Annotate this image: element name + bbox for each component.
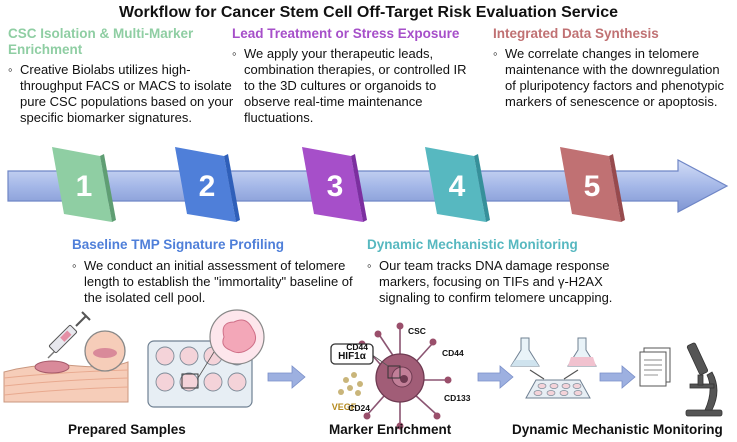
report-documents-icon — [639, 347, 671, 387]
step-2-number: 2 — [199, 170, 216, 203]
step-1-ribbon — [52, 147, 116, 222]
step-3-text: Lead Treatment or Stress Exposure ◦ We a… — [232, 26, 472, 126]
step-1-text: CSC Isolation & Multi-Marker Enrichment … — [8, 26, 242, 126]
bullet-icon: ◦ — [232, 46, 237, 61]
page-title: Workflow for Cancer Stem Cell Off-Target… — [118, 4, 619, 21]
step-3-ribbon — [302, 147, 367, 222]
step-1-heading: CSC Isolation & Multi-Marker Enrichment — [8, 26, 194, 57]
syringe-icon — [47, 311, 91, 359]
bullet-icon: ◦ — [367, 258, 372, 273]
skin-tissue-icon — [3, 360, 129, 403]
step-2-heading: Baseline TMP Signature Profiling — [72, 237, 285, 252]
organoid-zoom-icon — [197, 309, 265, 379]
dynamic-monitoring-label: Dynamic Mechanistic Monitoring — [512, 422, 723, 437]
flow-arrow-1 — [267, 365, 306, 389]
flask-left-icon — [510, 337, 540, 367]
step-4-heading: Dynamic Mechanistic Monitoring — [367, 237, 578, 252]
step-4-ribbon — [425, 147, 490, 222]
flow-arrow-2 — [477, 365, 514, 389]
bullet-icon: ◦ — [493, 46, 498, 61]
step-2-text: Baseline TMP Signature Profiling ◦ We co… — [72, 237, 372, 306]
step-4-body: Our team tracks DNA damage response mark… — [379, 258, 613, 305]
small-well-plate-icon — [525, 379, 591, 399]
step-4-text: Dynamic Mechanistic Monitoring ◦ Our tea… — [367, 237, 657, 306]
cd44-right-label: CD44 — [442, 348, 464, 358]
cd24-label: CD24 — [348, 403, 370, 413]
step-3-number: 3 — [327, 170, 344, 203]
pipette-arrows-icon — [529, 369, 579, 380]
microscope-icon — [685, 342, 723, 417]
step-2-body: We conduct an initial assessment of telo… — [84, 258, 353, 305]
prepared-samples-label: Prepared Samples — [68, 422, 186, 437]
vegf-dots-icon — [338, 372, 363, 396]
step-3-heading: Lead Treatment or Stress Exposure — [232, 26, 460, 41]
step-4-number: 4 — [449, 170, 466, 203]
step-5-number: 5 — [584, 170, 601, 203]
cd44-left-label: CD44 — [346, 342, 368, 352]
step-1-body: Creative Biolabs utilizes high-throughpu… — [20, 62, 234, 125]
cancer-stem-cell-icon — [330, 322, 452, 430]
step-5-ribbon — [560, 147, 625, 222]
bullet-icon: ◦ — [8, 62, 13, 77]
step-2-ribbon — [175, 147, 240, 222]
vegf-label: VEGF — [332, 402, 357, 412]
step-1-number: 1 — [76, 170, 93, 203]
flask-right-icon — [567, 337, 597, 367]
step-3-body: We apply your therapeutic leads, combina… — [244, 46, 467, 125]
cd133-label: CD133 — [444, 393, 471, 403]
step-5-text: Integrated Data Synthesis ◦ We correlate… — [493, 26, 725, 110]
csc-label: CSC — [408, 326, 426, 336]
marker-enrichment-label: Marker Enrichment — [329, 422, 452, 437]
flow-arrow-3 — [599, 365, 636, 389]
bullet-icon: ◦ — [72, 258, 77, 273]
hif1a-label: HIF1α — [338, 351, 367, 362]
step-5-heading: Integrated Data Synthesis — [493, 26, 659, 41]
tissue-zoom-icon — [84, 330, 126, 372]
step-5-body: We correlate changes in telomere mainten… — [505, 46, 724, 109]
